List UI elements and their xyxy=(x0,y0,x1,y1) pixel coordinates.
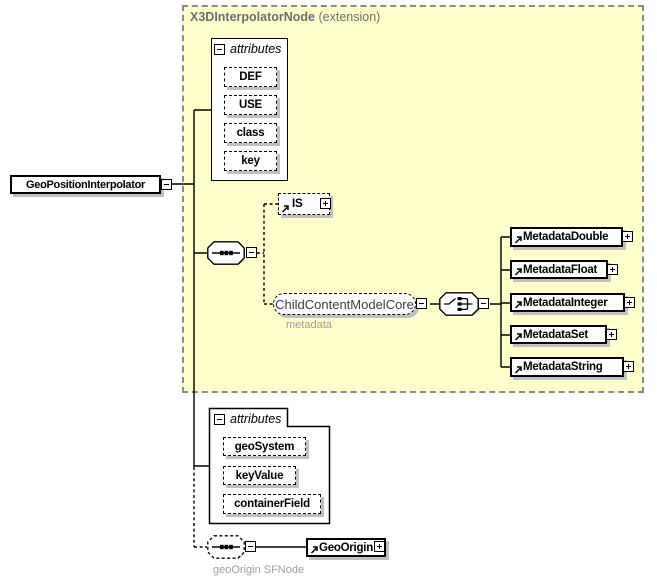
element-metadataset-label: MetadataSet xyxy=(523,328,588,341)
expand-toggle-is[interactable] xyxy=(320,198,331,209)
element-geoorigin-label: GeoOrigin xyxy=(319,541,373,554)
attribute-key[interactable]: key xyxy=(224,151,277,171)
collapse-toggle-childcontent[interactable] xyxy=(416,298,427,309)
collapse-toggle-attributes-core[interactable] xyxy=(214,44,225,55)
element-geoorigin[interactable]: GeoOrigin xyxy=(306,538,386,557)
collapse-toggle-sequence[interactable] xyxy=(246,247,257,258)
expand-toggle-metadatafloat[interactable] xyxy=(607,264,618,275)
element-metadatafloat-label: MetadataFloat xyxy=(523,263,598,276)
attribute-def[interactable]: DEF xyxy=(224,67,277,87)
reference-arrow-icon xyxy=(310,546,318,554)
collapse-toggle-attributes-geo[interactable] xyxy=(214,414,225,425)
expand-toggle-metadatainteger[interactable] xyxy=(624,297,635,308)
collapse-toggle-geoorigin-sequence[interactable] xyxy=(245,541,256,552)
reference-arrow-icon xyxy=(514,268,522,276)
collapse-toggle-choice[interactable] xyxy=(478,298,489,309)
element-metadatadouble-label: MetadataDouble xyxy=(523,231,609,243)
element-metadatafloat[interactable]: MetadataFloat xyxy=(510,260,608,279)
element-is-label: IS xyxy=(292,198,303,210)
attributes-core-header: attributes xyxy=(230,42,282,56)
reference-arrow-icon xyxy=(514,301,522,309)
expand-toggle-metadatadouble[interactable] xyxy=(622,231,633,242)
reference-arrow-icon xyxy=(514,333,522,341)
element-metadatastring-label: MetadataString xyxy=(523,361,603,373)
expand-toggle-metadatastring[interactable] xyxy=(623,361,634,372)
attributes-geo-header: attributes xyxy=(230,412,282,426)
extension-group-name: X3DInterpolatorNode xyxy=(190,10,316,24)
collapse-toggle-root[interactable] xyxy=(161,179,172,190)
attribute-use[interactable]: USE xyxy=(224,95,277,115)
optional-sequence-compositor-icon[interactable] xyxy=(207,535,245,559)
root-element-geopositioninterpolator[interactable]: GeoPositionInterpolator xyxy=(10,175,161,194)
extension-group-qualifier: (extension) xyxy=(318,10,381,24)
geoorigin-annotation: geoOrigin SFNode xyxy=(213,564,305,576)
expand-toggle-geoorigin[interactable] xyxy=(374,541,385,552)
childcontent-annotation: metadata xyxy=(286,319,332,331)
expand-toggle-metadataset[interactable] xyxy=(606,329,617,340)
sequence-compositor-icon[interactable] xyxy=(207,241,245,265)
reference-arrow-icon xyxy=(281,205,289,213)
attribute-geosystem[interactable]: geoSystem xyxy=(223,437,306,456)
reference-arrow-icon xyxy=(514,366,522,374)
choice-compositor-icon[interactable] xyxy=(439,292,479,316)
extension-group-title: X3DInterpolatorNode (extension) xyxy=(190,10,380,24)
element-metadatainteger[interactable]: MetadataInteger xyxy=(510,293,625,312)
group-childcontentmodelcore[interactable]: ChildContentModelCore xyxy=(273,293,416,315)
attribute-containerfield[interactable]: containerField xyxy=(223,494,321,514)
element-metadataset[interactable]: MetadataSet xyxy=(510,325,607,344)
attribute-class[interactable]: class xyxy=(224,123,277,143)
element-is[interactable]: IS xyxy=(278,193,330,215)
attribute-keyvalue[interactable]: keyValue xyxy=(223,466,296,485)
reference-arrow-icon xyxy=(514,236,522,244)
element-metadatastring[interactable]: MetadataString xyxy=(510,357,624,377)
element-metadatadouble[interactable]: MetadataDouble xyxy=(510,227,623,247)
element-metadatainteger-label: MetadataInteger xyxy=(523,296,608,309)
